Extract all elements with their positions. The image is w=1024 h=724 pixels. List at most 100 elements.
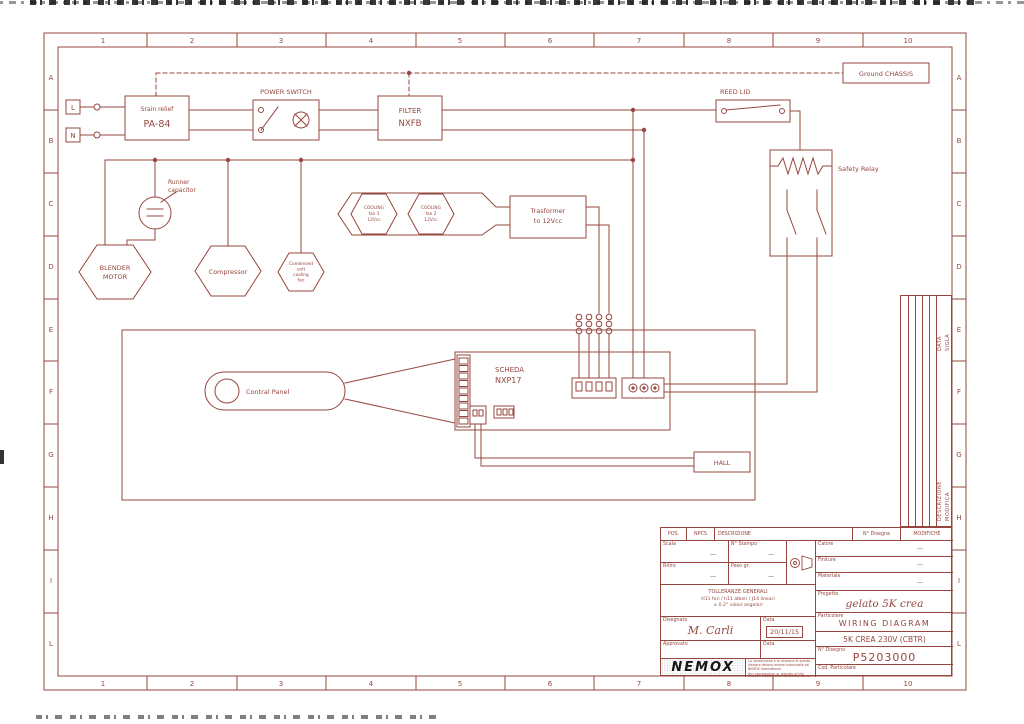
condensed-fan-label4: fan <box>298 278 305 284</box>
calore-label: Calore <box>818 542 834 547</box>
logo-cell: NEMOX <box>661 659 746 677</box>
grid-row-label: A <box>957 74 962 82</box>
terminal-l-contact <box>93 103 101 111</box>
control-board-area: SCHEDA NXP17 <box>121 329 756 501</box>
switch-contact <box>258 127 264 133</box>
runner-capacitor-label2: capacitor <box>168 187 196 194</box>
mains-filter: FILTER NXFB <box>377 95 443 141</box>
header-n-disegna: N° Disegna <box>853 528 901 541</box>
ritiro-value: — <box>710 573 716 580</box>
cooling-fan2-label: COOLING <box>421 205 441 211</box>
grid-col-label: 9 <box>816 37 820 45</box>
blender-motor: BLENDER MOTOR <box>78 244 152 300</box>
grid-col-label: 3 <box>279 680 283 688</box>
panel-funnel <box>344 358 456 424</box>
legal-cell: La riproduzione e la cessione di questo … <box>746 659 816 677</box>
terminal-l-box <box>65 99 81 115</box>
strain-relief-label: Srain relief <box>141 106 174 113</box>
grid-row-label: F <box>49 388 53 396</box>
relay-contact-1 <box>786 189 797 257</box>
grid-col-label: 10 <box>904 37 913 45</box>
relay-coil <box>769 156 833 176</box>
tolleranze-cell: TOLLERANZE GENERALI H11 fori / h11 alber… <box>661 585 816 617</box>
finiture-label: Finiture <box>818 558 836 563</box>
compressor-hexagon <box>194 245 262 297</box>
ritiro-label: Ritiro <box>663 564 676 569</box>
cooling-fan1-label3: 12Vcc <box>367 217 381 223</box>
runner-capacitor-label: Runner <box>168 179 190 186</box>
grid-row-label: G <box>956 451 961 459</box>
n-disegno-label: N° Disegno <box>818 648 846 653</box>
condensed-fan-label3: cooling <box>293 272 309 278</box>
grid-row-label: H <box>956 514 961 522</box>
particolare-label: Particolare <box>818 614 844 619</box>
hall-box <box>693 451 751 473</box>
junction-dots <box>152 70 647 163</box>
peso-label: Peso gr. <box>731 564 750 569</box>
grid-row-label: D <box>48 263 53 271</box>
disegnato-signature: M. Carli <box>687 624 734 637</box>
grid-col-label: 4 <box>369 680 374 688</box>
switch-contact <box>258 107 264 113</box>
revision-column-line <box>922 296 923 526</box>
grid-row-label: C <box>957 200 962 208</box>
condensed-fan-label: Condensed <box>289 261 313 267</box>
safety-relay-label: Safety Relay <box>838 165 879 173</box>
progetto-value: gelato 5K crea <box>845 598 924 610</box>
projection-symbol-cell <box>787 541 816 585</box>
hall-label: HALL <box>714 459 731 467</box>
finiture-value: — <box>917 561 923 568</box>
capacitor-plates <box>146 208 164 217</box>
grid-row-label: E <box>957 326 961 334</box>
grid-col-label: 1 <box>101 680 105 688</box>
wire-relay-to-board <box>663 255 818 393</box>
cooling-fan2-label2: fan 2 <box>426 211 437 217</box>
switch-blade <box>260 106 279 131</box>
revision-modifica-label: MODIFICA <box>945 492 951 521</box>
grid-col-label: 1 <box>101 37 105 45</box>
header-modifiche: MODIFICHE <box>901 528 953 541</box>
reed-lid-box <box>715 99 791 123</box>
grid-row-label: G <box>48 451 53 459</box>
scan-artifact-bottom <box>36 715 436 719</box>
filter-label: FILTER <box>399 107 422 115</box>
aux-connector-b-pins <box>496 408 514 416</box>
legal-text-1: La riproduzione e la cessione di questo … <box>748 659 811 671</box>
grid-col-label: 2 <box>190 37 194 45</box>
grid-col-label: 8 <box>727 680 731 688</box>
reed-blade <box>725 104 781 111</box>
reed-contact <box>721 108 727 114</box>
relay-contact-2 <box>816 189 827 257</box>
wire-motor-rail <box>104 159 634 254</box>
scala-cell: Scala — <box>661 541 729 563</box>
strain-relief: Srain relief PA-84 <box>124 95 190 141</box>
junction-dot <box>641 127 647 133</box>
control-panel-pill <box>204 371 346 411</box>
condensed-fan-hexagon <box>277 252 325 292</box>
data-label2: Data <box>763 642 775 647</box>
ground-chassis-box <box>842 62 930 84</box>
n-disegno-value: P5203000 <box>852 651 917 664</box>
grid-row-label: L <box>957 640 961 648</box>
grid-row-label: B <box>957 137 962 145</box>
strain-relief-part: PA-84 <box>144 119 171 130</box>
cooling-fan1-label2: fan 1 <box>369 211 380 217</box>
aux-connector-a-pins <box>472 409 484 417</box>
mains-terminals: L N <box>65 99 101 143</box>
enclosure-rect <box>121 329 756 501</box>
wire-ground-dashed <box>155 72 844 97</box>
grid-row-label: H <box>48 514 53 522</box>
n-stampo-label: N° Stampo <box>731 542 758 547</box>
cooling-fans: COOLING fan 1 12Vcc COOLING fan 2 12Vcc <box>337 192 511 236</box>
junction-dot <box>406 70 412 76</box>
calore-cell: Calore — <box>816 541 953 557</box>
cooling-fan2-label3: 12Vcc <box>424 217 438 223</box>
peso-value: — <box>768 573 774 580</box>
scala-label: Scala <box>663 542 676 547</box>
ritiro-cell: Ritiro — <box>661 563 729 585</box>
revision-column-line <box>915 296 916 526</box>
scan-artifact-top2 <box>0 1 1024 4</box>
grid-col-label: 7 <box>637 37 641 45</box>
calore-value: — <box>917 545 923 552</box>
